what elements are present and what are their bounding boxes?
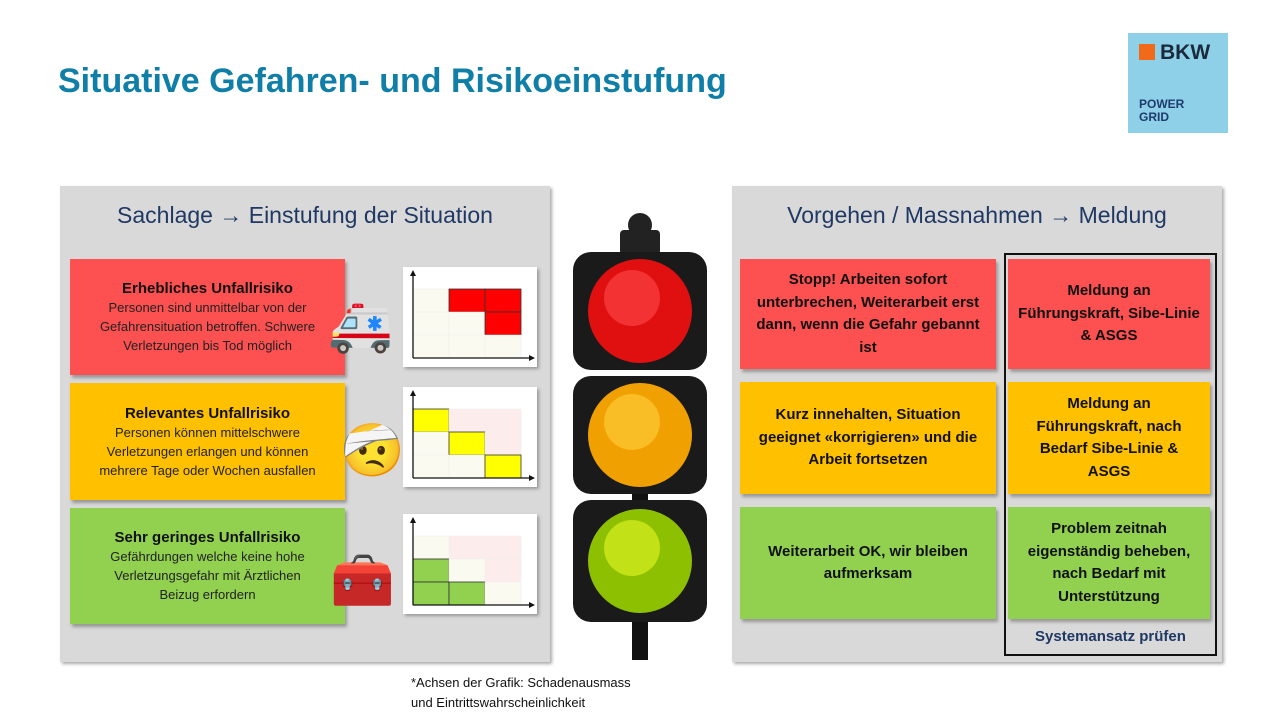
- logo-brand: BKW: [1160, 41, 1211, 64]
- risk-card-low: Sehr geringes Unfallrisiko Gefährdungen …: [70, 508, 345, 624]
- action-card-pause: Kurz innehalten, Situation geeignet «kor…: [740, 382, 996, 494]
- arrow-up-icon: [410, 517, 416, 523]
- matrix-cell: [448, 454, 486, 479]
- matrix-cell: [448, 311, 486, 336]
- matrix-cell: [412, 408, 450, 433]
- matrix-cell: [412, 288, 450, 313]
- matrix-cell: [448, 581, 486, 606]
- report-card-high: Meldung an Führungskraft, Sibe-Linie & A…: [1008, 259, 1210, 369]
- matrix-cell: [484, 558, 522, 583]
- matrix-cell: [412, 454, 450, 479]
- card-text: Gefährdungen welche keine hohe Verletzun…: [110, 549, 305, 602]
- risk-card-medium: Relevantes Unfallrisiko Personen können …: [70, 383, 345, 500]
- risk-card-high: Erhebliches Unfallrisiko Personen sind u…: [70, 259, 345, 375]
- matrix-cell: [448, 535, 486, 560]
- arrow-up-icon: [410, 390, 416, 396]
- matrix-cell: [484, 288, 522, 313]
- arrow-right-icon: [529, 355, 535, 361]
- system-check-label: Systemansatz prüfen: [1035, 628, 1186, 645]
- logo-square: [1139, 44, 1155, 60]
- matrix-cell: [448, 288, 486, 313]
- system-box: [1004, 253, 1217, 656]
- card-title: Erhebliches Unfallrisiko: [122, 280, 293, 297]
- action-card-stop: Stopp! Arbeiten sofort unterbrechen, Wei…: [740, 259, 996, 369]
- matrix-cell: [448, 408, 486, 433]
- matrix-cell: [484, 311, 522, 336]
- risk-matrix-medium: [403, 387, 537, 487]
- logo-sub: POWER GRID: [1139, 97, 1185, 124]
- risk-matrix-low: [403, 514, 537, 614]
- panel-header: Sachlage → Einstufung der Situation: [117, 202, 493, 228]
- first-aid-kit-icon: 🧰: [330, 552, 395, 610]
- arrow-right-icon: [529, 475, 535, 481]
- matrix-cell: [412, 558, 450, 583]
- matrix-cell: [412, 334, 450, 359]
- matrix-cell: [484, 454, 522, 479]
- arrow-up-icon: [410, 270, 416, 276]
- matrix-cell: [484, 408, 522, 433]
- matrix-cell: [484, 334, 522, 359]
- page-title: Situative Gefahren- und Risikoeinstufung: [58, 62, 727, 100]
- bkw-logo: BKW POWER GRID: [1128, 33, 1228, 133]
- matrix-cell: [448, 558, 486, 583]
- card-text: Personen können mittelschwere Verletzung…: [99, 424, 316, 478]
- matrix-cell: [484, 581, 522, 606]
- matrix-cell: [448, 334, 486, 359]
- footnote: *Achsen der Grafik: Schadenausmass und E…: [411, 673, 631, 713]
- injured-person-icon: 🤕: [340, 422, 405, 480]
- report-card-medium: Meldung an Führungskraft, nach Bedarf Si…: [1008, 382, 1210, 494]
- matrix-cell: [412, 311, 450, 336]
- footnote-line: *Achsen der Grafik: Schadenausmass: [411, 675, 631, 690]
- matrix-cell: [412, 431, 450, 456]
- matrix-cell: [448, 431, 486, 456]
- matrix-cell: [412, 535, 450, 560]
- arrow-right-icon: [529, 602, 535, 608]
- matrix-cell: [484, 431, 522, 456]
- ambulance-icon: 🚑: [328, 297, 393, 355]
- action-card-continue: Weiterarbeit OK, wir bleiben aufmerksam: [740, 507, 996, 619]
- card-title: Relevantes Unfallrisiko: [124, 404, 291, 422]
- report-card-low: Problem zeitnah eigenständig beheben, na…: [1008, 507, 1210, 619]
- card-title: Sehr geringes Unfallrisiko: [114, 529, 301, 546]
- matrix-cell: [484, 535, 522, 560]
- card-text: Personen sind unmittelbar von der Gefahr…: [99, 300, 316, 353]
- footnote-line: und Eintrittswahrscheinlichkeit: [411, 695, 586, 710]
- risk-matrix-high: [403, 267, 537, 367]
- panel-header: Vorgehen / Massnahmen → Meldung: [787, 202, 1167, 228]
- traffic-light-icon: [573, 213, 707, 660]
- matrix-cell: [412, 581, 450, 606]
